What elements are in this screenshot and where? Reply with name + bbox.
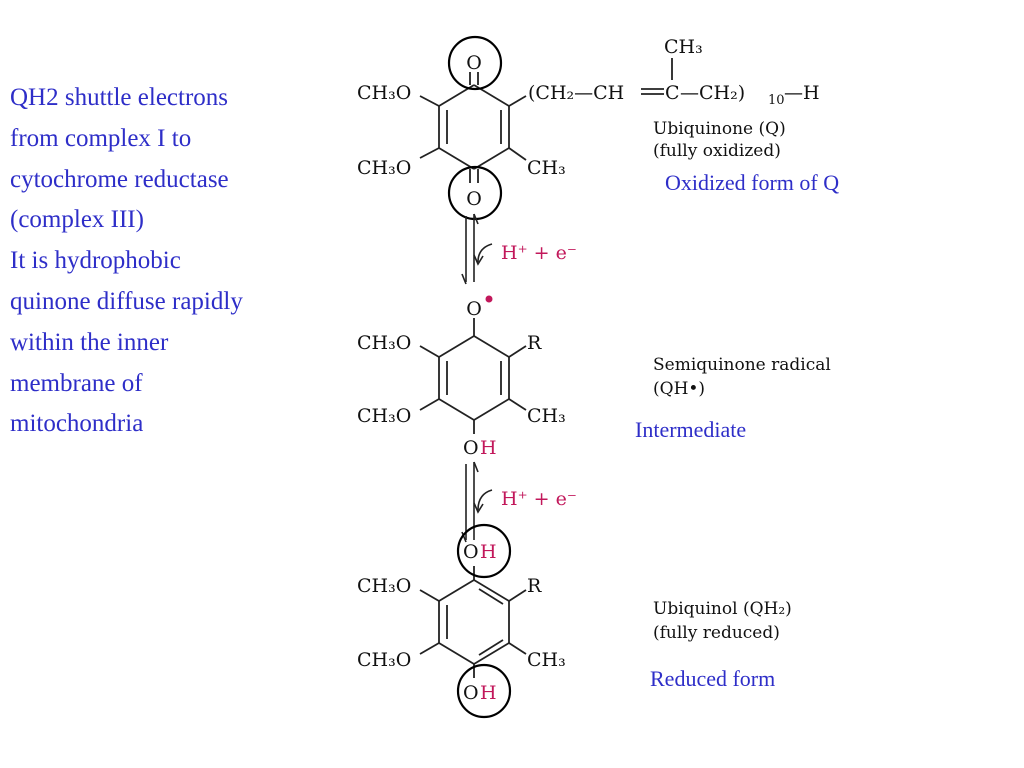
hydroxyl-oxygen: O [463, 682, 479, 704]
highlight-circle [456, 523, 512, 579]
methoxy-group: CH₃O [357, 332, 411, 354]
ubiquinol-structure: O H CH₃O CH₃O R CH₃ O H [357, 523, 566, 719]
hydroxyl-hydrogen: H [480, 682, 497, 704]
radical-oxygen: O [466, 298, 482, 320]
reduced-annotation: Reduced form [650, 666, 775, 691]
side-chain-right: —CH₂) [680, 82, 745, 104]
explanation-text: QH2 shuttle electrons from complex I to … [10, 78, 330, 445]
note-line: (complex III) [10, 206, 144, 234]
proton-electron-label: H⁺ + e⁻ [501, 488, 577, 510]
side-chain-methyl: CH₃ [664, 36, 703, 58]
r-group: R [527, 575, 542, 597]
ubiquinol-state: (fully reduced) [653, 623, 780, 643]
side-chain-left: (CH₂—CH [528, 82, 624, 104]
methoxy-group: CH₃O [357, 157, 411, 179]
note-line: It is hydrophobic [10, 247, 181, 275]
methoxy-group: CH₃O [357, 405, 411, 427]
side-chain-terminal: —H [784, 82, 820, 104]
semiquinone-state: (QH•) [653, 379, 705, 399]
methoxy-group: CH₃O [357, 575, 411, 597]
highlight-circle [456, 663, 512, 719]
intermediate-annotation: Intermediate [635, 417, 746, 442]
note-line: cytochrome reductase [10, 165, 229, 193]
radical-dot [485, 295, 493, 303]
reduction-arrow-1 [461, 213, 493, 285]
note-line: QH2 shuttle electrons [10, 84, 229, 111]
methoxy-group: CH₃O [357, 82, 411, 104]
methyl-group: CH₃ [527, 405, 566, 427]
hydroxyl-oxygen: O [463, 437, 479, 459]
methoxy-group: CH₃O [357, 649, 411, 671]
highlight-circle [447, 35, 503, 91]
note-line: mitochondria [10, 410, 144, 438]
proton-electron-label: H⁺ + e⁻ [501, 242, 577, 264]
note-line: from complex I to [10, 124, 192, 152]
ubiquinone-structure: O O CH₃O CH₃O CH₃ (CH₂—CH C CH₃ —CH₂) 10… [357, 35, 820, 221]
highlight-circle [447, 165, 503, 221]
ubiquinone-state: (fully oxidized) [653, 141, 781, 161]
repeat-count: 10 [768, 93, 785, 108]
ubiquinol-name: Ubiquinol (QH₂) [653, 599, 792, 619]
semiquinone-structure: O CH₃O CH₃O R CH₃ O H [357, 295, 566, 459]
r-group: R [527, 332, 542, 354]
ubiquinone-name: Ubiquinone (Q) [653, 119, 786, 139]
note-line: within the inner [10, 328, 169, 356]
semiquinone-name: Semiquinone radical [653, 355, 831, 375]
note-line: membrane of [10, 369, 143, 397]
carbonyl-oxygen-top: O [466, 52, 482, 74]
reduction-arrow-2 [461, 461, 493, 543]
hydroxyl-hydrogen: H [480, 541, 497, 563]
note-line: quinone diffuse rapidly [10, 287, 243, 315]
side-chain-carbon: C [665, 82, 680, 104]
methyl-group: CH₃ [527, 649, 566, 671]
oxidized-annotation: Oxidized form of Q [665, 170, 839, 195]
hydroxyl-hydrogen: H [480, 437, 497, 459]
hydroxyl-oxygen: O [463, 541, 479, 563]
carbonyl-oxygen-bottom: O [466, 188, 482, 210]
methyl-group: CH₃ [527, 157, 566, 179]
